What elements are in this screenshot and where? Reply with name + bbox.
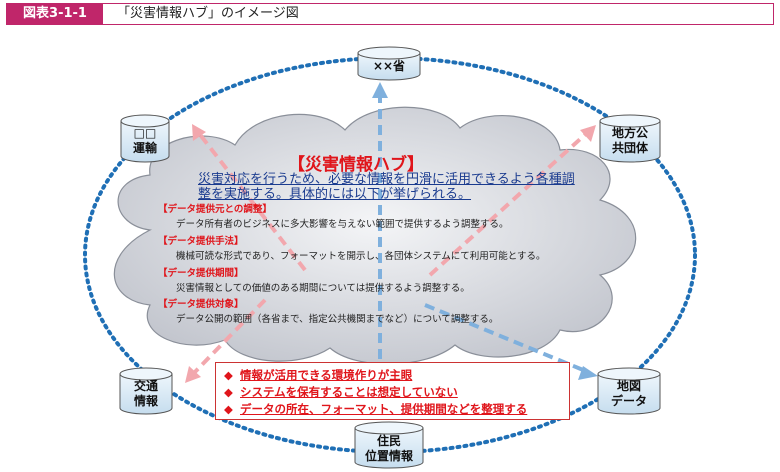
figure-header: 図表3-1-1 「災害情報ハブ」のイメージ図 [6,3,774,25]
diamond-bullet-icon: ◆ [224,402,233,416]
arrow-to-map [424,303,589,374]
diamond-bullet-icon: ◆ [224,385,233,399]
node-ministry: ××省 [358,59,420,74]
node-logistics-line1: □□ [133,126,157,140]
arrow-to-traffic [190,298,267,377]
hub-description: 災害対応を行うため、必要な情報を円滑に活用できるよう各種調整を実施する。具体的に… [198,172,575,202]
key-point-1: ◆ 情報が活用できる環境作りが主眼 [224,367,412,383]
node-traffic-line1: 交通 [133,379,158,393]
section-title-2: 【データ提供手法】 [158,236,244,247]
section-body-3: 災害情報としての価値のある期間については提供するよう調整する。 [176,283,470,294]
key-point-2: ◆ システムを保有することは想定していない [224,384,458,400]
section-title-4: 【データ提供対象】 [158,299,244,310]
node-map-line1: 地図 [616,379,641,393]
hub-title: 【災害情報ハブ】 [288,155,424,175]
cylinder-ministry [357,46,421,81]
node-resident: 住民 位置情報 [352,434,426,464]
diamond-bullet-icon: ◆ [224,368,233,382]
node-resident-line2: 位置情報 [364,449,413,463]
figure-label: 図表3-1-1 [7,4,103,24]
node-traffic-line2: 情報 [133,394,158,408]
key-point-2-text: システムを保有することは想定していない [240,385,458,399]
node-map-data: 地図 データ [598,379,660,409]
node-map-line2: データ [610,394,647,408]
flow-arrows [190,92,590,377]
arrow-to-localgov [428,130,590,277]
node-localgov-line2: 共団体 [611,141,648,155]
cylinder-traffic [119,367,173,415]
node-localgov-line1: 地方公 [611,126,648,140]
section-body-2: 機械可読な形式であり、フォーマットを開示し、各団体システムにて利用可能とする。 [176,251,546,262]
node-logistics: □□ 運輸 [121,126,169,156]
node-localgov: 地方公 共団体 [600,126,660,156]
cylinder-map [597,367,661,415]
key-point-1-text: 情報が活用できる環境作りが主眼 [240,368,413,382]
hub-cloud [113,106,637,365]
cylinder-resident [354,421,424,469]
node-logistics-line2: 運輸 [132,141,157,155]
node-traffic: 交通 情報 [120,379,172,409]
section-body-1: データ所有者のビジネスに多大影響を与えない範囲で提供するよう調整する。 [176,219,509,230]
key-point-3: ◆ データの所在、フォーマット、提供期間などを整理する [224,401,527,417]
arrow-heads [185,82,598,383]
arrow-to-logistics [196,130,307,272]
section-title-3: 【データ提供期間】 [158,268,244,279]
section-title-1: 【データ提供元との調整】 [158,204,272,215]
node-resident-line1: 住民 [376,434,401,448]
figure-title: 「災害情報ハブ」のイメージ図 [117,6,299,21]
key-points-box: ◆ 情報が活用できる環境作りが主眼 ◆ システムを保有することは想定していない ◆ デ… [215,362,570,420]
cylinder-logistics [120,114,170,163]
key-point-3-text: データの所在、フォーマット、提供期間などを整理する [240,402,528,416]
cylinder-localgov [599,114,661,163]
node-ministry-line1: ××省 [372,59,406,73]
section-body-4: データ公開の範囲（各省まで、指定公共機関までなど）について調整する。 [176,314,499,325]
